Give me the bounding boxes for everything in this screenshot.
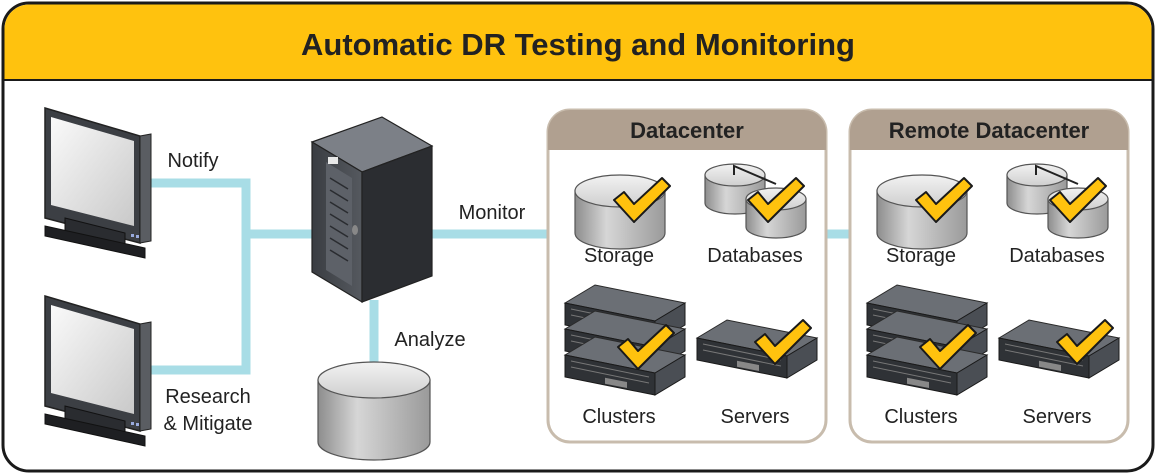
- page-title: Automatic DR Testing and Monitoring: [301, 27, 855, 62]
- remote-storage-label: Storage: [886, 245, 956, 267]
- research-label: Research: [165, 386, 251, 408]
- monitor-label: Monitor: [459, 202, 526, 224]
- remote-datacenter-title: Remote Datacenter: [889, 118, 1090, 143]
- database-icon: [1006, 163, 1109, 239]
- remote-servers-label: Servers: [1023, 406, 1092, 428]
- remote-databases-label: Databases: [1009, 245, 1105, 267]
- remote-datacenter-panel: Remote Datacenter Storage Databases Clus…: [848, 108, 1130, 444]
- remote-clusters-label: Clusters: [884, 406, 957, 428]
- datacenter-panel: Datacenter Storage Databases Clusters Se…: [546, 108, 828, 444]
- storage-disk-icon: [574, 174, 666, 250]
- server-tower-icon: [310, 116, 434, 304]
- mitigate-label: & Mitigate: [164, 413, 253, 435]
- connection-lines: [150, 178, 850, 375]
- storage-disk-icon: [876, 174, 968, 250]
- analyze-label: Analyze: [394, 329, 465, 351]
- database-icon: [704, 163, 807, 239]
- datacenter-databases-label: Databases: [707, 245, 803, 267]
- datacenter-title: Datacenter: [630, 118, 744, 143]
- datacenter-servers-label: Servers: [721, 406, 790, 428]
- title-banner: [4, 4, 1152, 80]
- datacenter-storage-label: Storage: [584, 245, 654, 267]
- storage-disk-icon: [317, 361, 431, 461]
- datacenter-clusters-label: Clusters: [582, 406, 655, 428]
- notify-label: Notify: [167, 150, 218, 172]
